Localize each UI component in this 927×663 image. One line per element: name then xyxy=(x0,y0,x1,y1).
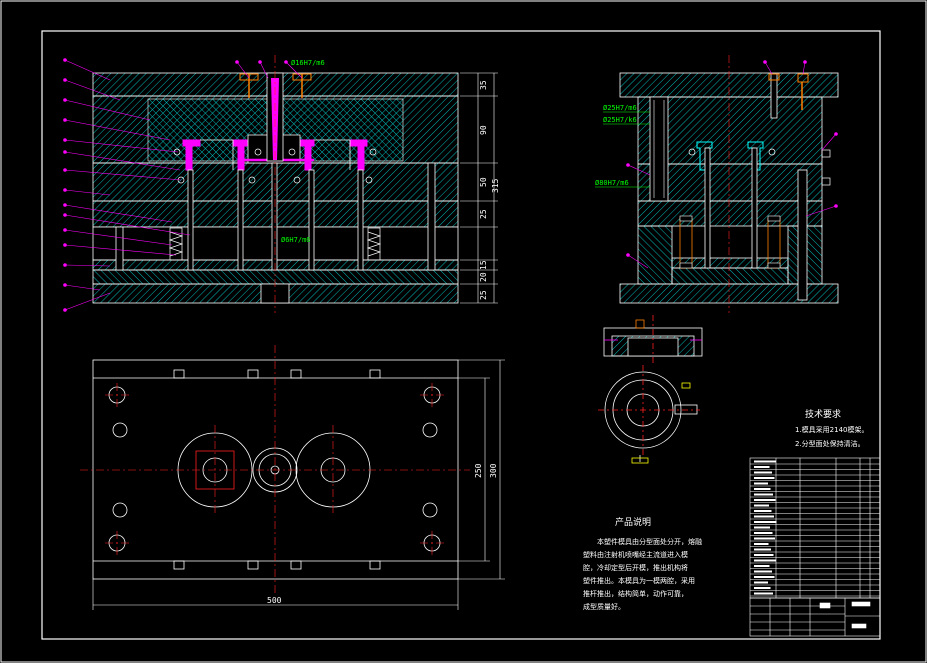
front-dimensions: 35 90 50 315 25 15 20 25 xyxy=(479,80,500,300)
plan-dimensions xyxy=(92,359,505,610)
product-desc-line-5: 推杆推出，结构简单，动作可靠， xyxy=(583,589,688,598)
product-desc-line-4: 塑件推出。本模具为一模两腔，采用 xyxy=(583,576,695,585)
dim-500: 500 xyxy=(267,596,282,605)
bom-cell-text xyxy=(754,521,777,523)
svg-text:15: 15 xyxy=(479,260,488,270)
bom-cell-text xyxy=(754,460,776,463)
svg-text:90: 90 xyxy=(479,125,488,135)
bom-cell-text xyxy=(754,543,769,545)
bom-cell-text xyxy=(754,532,773,534)
bom-cell-text xyxy=(754,504,769,507)
sprue-fit-label: Ø16H7/m6 xyxy=(291,59,325,67)
bom-cell-text xyxy=(754,488,771,490)
bom-cell-text xyxy=(754,559,776,562)
svg-text:25: 25 xyxy=(479,290,488,300)
product-desc-line-2: 塑料由注射机喷嘴经主流道进入模 xyxy=(583,550,688,559)
plan-view xyxy=(92,359,459,580)
front-section-view xyxy=(92,55,498,313)
svg-text:20: 20 xyxy=(479,272,488,282)
product-desc-line-1: 本塑件模具由分型面处分开，熔融 xyxy=(597,537,702,546)
bom-cell-text xyxy=(754,581,768,584)
pin-fit-label: Ø6H7/m6 xyxy=(281,236,311,244)
guide-fit-label-2: Ø25H7/k6 xyxy=(603,116,637,124)
bom-cell-text xyxy=(754,548,771,551)
bom-cell-text xyxy=(754,515,774,518)
bom-cell-text xyxy=(754,471,772,474)
bom-table xyxy=(749,457,881,599)
guide-fit-label-1: Ø25H7/m6 xyxy=(603,104,637,112)
bom-cell-text xyxy=(754,482,768,485)
side-leaders xyxy=(626,60,838,269)
dim-300: 300 xyxy=(489,463,498,478)
part-leaders xyxy=(63,58,303,312)
bom-cell-text xyxy=(754,477,775,479)
bom-cell-text xyxy=(754,466,770,468)
side-fit-leaders xyxy=(595,111,650,188)
bom-cell-text xyxy=(754,493,773,496)
svg-text:35: 35 xyxy=(479,80,488,90)
part-section-view xyxy=(603,315,703,365)
svg-text:25: 25 xyxy=(479,209,488,219)
product-desc-line-3: 腔，冷却定型后开模，推出机构将 xyxy=(583,563,688,572)
tech-req-title: 技术要求 xyxy=(805,408,841,420)
tech-req-line-1: 1.模具采用2140模架。 xyxy=(795,425,869,434)
bush-fit-label: Ø80H7/m6 xyxy=(595,179,629,187)
bom-cell-text xyxy=(754,576,775,578)
bom-cell-text xyxy=(754,565,770,567)
bom-cell-text xyxy=(754,570,772,573)
bom-cell-text xyxy=(754,592,773,595)
part-plan-view xyxy=(598,365,700,464)
svg-text:50: 50 xyxy=(479,177,488,187)
dim-250: 250 xyxy=(474,463,483,478)
title-block xyxy=(749,597,881,637)
bom-cell-text xyxy=(754,537,775,540)
bom-cell-text xyxy=(754,510,772,512)
product-desc-title: 产品说明 xyxy=(615,516,651,528)
bom-cell-text xyxy=(754,587,771,589)
bom-cell-text xyxy=(754,526,770,529)
product-desc-line-6: 成型质量好。 xyxy=(583,602,625,611)
tech-req-line-2: 2.分型面处保持清洁。 xyxy=(795,439,865,448)
bom-cell-text xyxy=(754,499,776,501)
plan-centerlines xyxy=(80,345,470,595)
inner-frame xyxy=(41,30,881,640)
side-section-view xyxy=(619,55,839,313)
svg-text:315: 315 xyxy=(491,178,500,193)
bom-cell-text xyxy=(754,554,774,556)
